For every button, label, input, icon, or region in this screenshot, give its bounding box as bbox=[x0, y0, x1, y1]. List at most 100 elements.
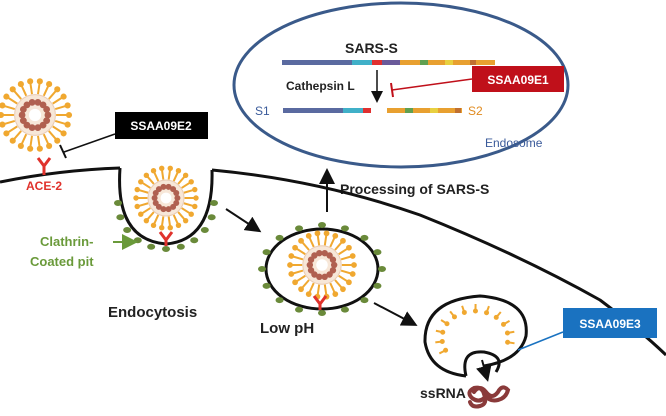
virus-spike-tip bbox=[175, 222, 182, 228]
virus-spike-tip bbox=[288, 271, 295, 277]
virus-core-dot bbox=[165, 206, 172, 213]
virus-core-dot bbox=[155, 186, 162, 193]
fusion-spike-tip bbox=[472, 308, 478, 314]
virus-core-dot bbox=[34, 124, 42, 131]
virus-spike-tip bbox=[159, 224, 165, 231]
virus-spike-tip bbox=[159, 165, 165, 172]
virus-spike-tip bbox=[305, 233, 312, 239]
virus-spike-tip bbox=[175, 168, 182, 174]
virus-spike-tip bbox=[332, 233, 339, 239]
coat-dot bbox=[295, 225, 304, 232]
virus-spike-tip bbox=[27, 78, 34, 85]
virus-core-dot bbox=[151, 195, 158, 201]
ssaa09e3-label: SSAA09E3 bbox=[579, 317, 641, 331]
s1-label: S1 bbox=[255, 104, 270, 118]
virus-spike-tip bbox=[182, 217, 189, 224]
virus-core-dot bbox=[19, 117, 27, 125]
virus-core-dot bbox=[174, 195, 181, 201]
virus-spike-tip bbox=[298, 286, 304, 293]
virus-spike-tip bbox=[193, 195, 199, 201]
coat-dot bbox=[340, 306, 349, 313]
virus-spike-tip bbox=[298, 237, 304, 244]
clathrin-label-line2: Coated pit bbox=[30, 254, 94, 269]
ssrna-label: ssRNA bbox=[420, 385, 466, 401]
coat-dot bbox=[210, 200, 218, 206]
virus-spike-tip bbox=[182, 172, 189, 179]
virus-spike-tip bbox=[167, 165, 173, 172]
ace2-receptor bbox=[36, 157, 52, 175]
virus-spike-tip bbox=[305, 291, 312, 297]
virus-core-dot bbox=[18, 111, 26, 119]
virus-spike-tip bbox=[188, 179, 194, 185]
coat-dot bbox=[258, 266, 266, 272]
virus-spike-tip bbox=[60, 130, 67, 137]
virus-spike-tip bbox=[64, 102, 71, 109]
virus-core-dot bbox=[160, 206, 167, 213]
virus-center bbox=[316, 259, 328, 271]
virus-spike-tip bbox=[17, 142, 24, 149]
virus-spike-tip bbox=[3, 93, 10, 100]
coat-dot bbox=[147, 243, 156, 250]
fusion-spike-tip bbox=[451, 314, 457, 320]
coat-dot bbox=[378, 266, 386, 272]
clathrin-label-line1: Clathrin- bbox=[40, 234, 93, 249]
virus-spike-tip bbox=[46, 81, 53, 88]
fusion-spike-tip bbox=[493, 314, 499, 320]
fusion-spike-tip bbox=[439, 338, 445, 344]
virus-spike-tip bbox=[36, 145, 43, 152]
virus-spike-tip bbox=[150, 222, 157, 228]
virus-core-dot bbox=[321, 249, 328, 257]
vesicle-coat-dots bbox=[258, 222, 386, 316]
ssaa09e2-inhibition-line bbox=[63, 133, 116, 153]
coat-dot bbox=[207, 214, 216, 221]
ssaa09e2-inhibition-bar bbox=[59, 144, 67, 159]
ssaa09e2-label: SSAA09E2 bbox=[130, 119, 192, 133]
virus-core-dot bbox=[316, 249, 323, 257]
fusion-spike-tip bbox=[440, 329, 446, 335]
ssaa09e1-inhibition-bar bbox=[390, 82, 394, 98]
coat-dot bbox=[373, 282, 382, 289]
virus-core-dot bbox=[39, 121, 47, 129]
fusion-inner-membrane bbox=[463, 350, 501, 377]
virus-center bbox=[160, 192, 172, 204]
ssaa09e1-label: SSAA09E1 bbox=[487, 73, 549, 87]
processing-label: Processing of SARS-S bbox=[340, 181, 489, 197]
coat-dot bbox=[133, 237, 142, 244]
vesicle-to-fusion-arrow bbox=[373, 302, 418, 326]
fusion-spike-tip bbox=[484, 310, 490, 316]
virus-spike-tip bbox=[60, 93, 67, 100]
virus-spike-tip bbox=[332, 291, 339, 297]
virus-core-dot bbox=[165, 183, 172, 190]
virus-spike-tip bbox=[9, 137, 16, 144]
virus-spike-tip bbox=[349, 271, 356, 277]
virus-spike-tip bbox=[17, 81, 24, 88]
virus-spike-tip bbox=[0, 102, 6, 109]
virus-spike-tip bbox=[64, 121, 71, 128]
virus-core-dot bbox=[34, 99, 42, 106]
coat-dot bbox=[190, 237, 199, 244]
virus-core-dot bbox=[43, 105, 51, 113]
virus-spike-tip bbox=[0, 121, 6, 128]
fusion-spikes bbox=[435, 303, 515, 355]
virus-spike-tip bbox=[27, 145, 34, 152]
fusion-spike-tip bbox=[500, 321, 506, 327]
s2-label: S2 bbox=[468, 104, 483, 118]
coat-dot bbox=[318, 222, 326, 228]
virus-spike-tip bbox=[46, 142, 53, 149]
virus-core-dot bbox=[329, 256, 337, 263]
coat-dot bbox=[176, 243, 185, 250]
virus-spike-tip bbox=[36, 78, 43, 85]
coat-dot bbox=[295, 306, 304, 313]
endosome-label: Endosome bbox=[485, 136, 543, 150]
coat-dot bbox=[114, 200, 122, 206]
coat-dot bbox=[360, 297, 369, 304]
sars-s-label: SARS-S bbox=[345, 40, 398, 56]
virus-spike-tip bbox=[133, 195, 139, 201]
virus-spike-tip bbox=[288, 253, 295, 259]
virus-core-dot bbox=[330, 261, 338, 269]
coat-dot bbox=[318, 310, 326, 316]
fusion-spike-tip bbox=[443, 347, 449, 353]
ssaa09e1-inhibition-line bbox=[391, 78, 473, 91]
